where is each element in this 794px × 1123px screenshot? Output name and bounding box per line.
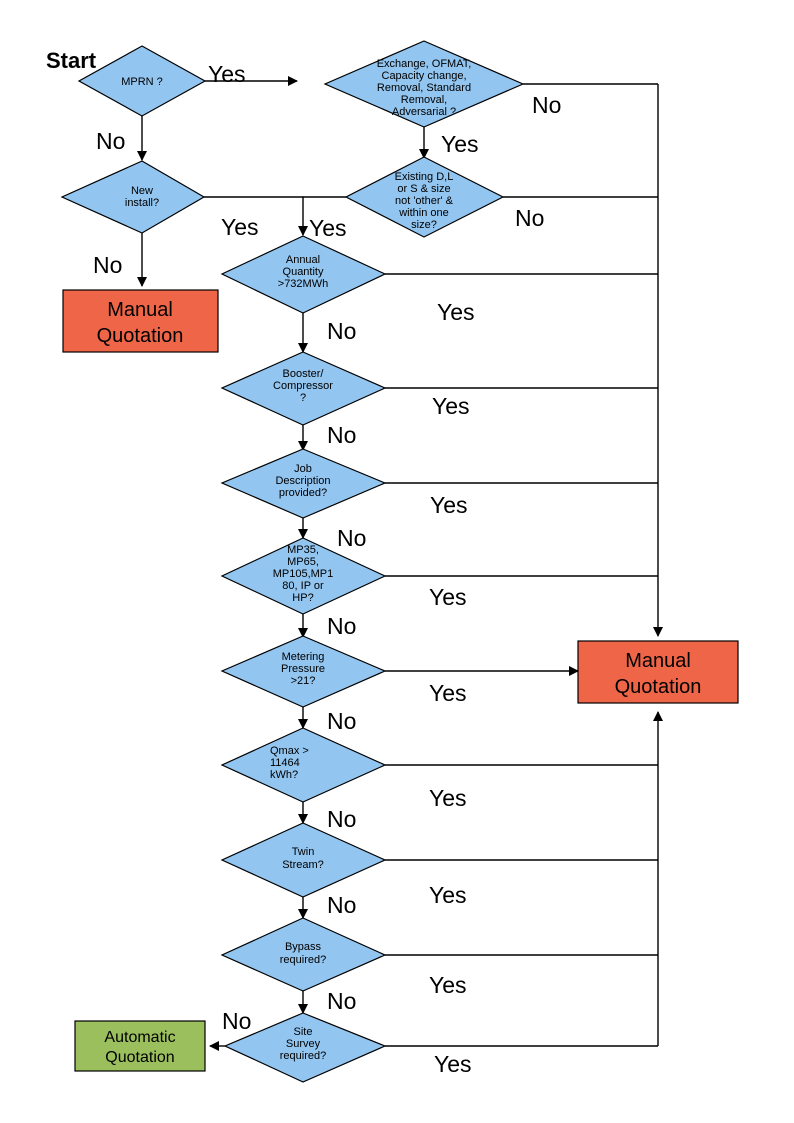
terminal-manual-quotation-left[interactable]: Manual Quotation bbox=[62, 289, 219, 353]
label-bypass-yes: Yes bbox=[429, 972, 467, 998]
decision-job-description[interactable]: Job Description provided? bbox=[220, 448, 387, 519]
label-exchange-no: No bbox=[532, 92, 561, 118]
decision-booster-line-1: Compressor bbox=[273, 380, 333, 392]
manual-right-line-0: Manual bbox=[625, 650, 691, 672]
decision-exchange-line-2: Removal, Standard bbox=[377, 82, 471, 94]
label-site-survey-no: No bbox=[222, 1008, 251, 1034]
label-qmax-yes: Yes bbox=[429, 785, 467, 811]
decision-annual-quantity[interactable]: Annual Quantity >732MWh bbox=[220, 235, 387, 314]
label-metering-yes: Yes bbox=[429, 680, 467, 706]
decision-site-survey-line-0: Site bbox=[294, 1026, 313, 1038]
label-existing-yes: Yes bbox=[309, 215, 347, 241]
label-booster-no: No bbox=[327, 422, 356, 448]
label-qmax-no: No bbox=[327, 806, 356, 832]
decision-metering-line-2: >21? bbox=[291, 675, 316, 687]
decision-mp-rating-line-3: 80, IP or bbox=[282, 580, 324, 592]
decision-exchange-line-4: Adversarial ? bbox=[392, 106, 456, 118]
decision-qmax[interactable]: Qmax > 11464 kWh? bbox=[220, 727, 387, 803]
decision-existing-line-2: not 'other' & bbox=[395, 195, 454, 207]
decision-metering-line-0: Metering bbox=[282, 651, 325, 663]
decision-job-desc-line-2: provided? bbox=[279, 487, 327, 499]
start-label: Start bbox=[46, 48, 97, 73]
decision-existing-line-3: within one bbox=[398, 207, 449, 219]
decision-site-survey[interactable]: Site Survey required? bbox=[223, 1012, 387, 1083]
decision-exchange[interactable]: Exchange, OFMAT, Capacity change, Remova… bbox=[323, 40, 525, 128]
decision-annual-line-2: >732MWh bbox=[278, 278, 328, 290]
decision-new-install-line-0: New bbox=[131, 185, 153, 197]
label-exchange-yes: Yes bbox=[441, 131, 479, 157]
terminal-automatic-quotation[interactable]: Automatic Quotation bbox=[74, 1020, 206, 1072]
label-bypass-no: No bbox=[327, 988, 356, 1014]
decision-booster-line-0: Booster/ bbox=[283, 368, 325, 380]
decision-existing-line-4: size? bbox=[411, 219, 437, 231]
decision-exchange-line-0: Exchange, OFMAT, bbox=[377, 58, 472, 70]
decision-twin-line-0: Twin bbox=[292, 846, 315, 858]
decision-annual-line-0: Annual bbox=[286, 254, 320, 266]
decision-exchange-line-3: Removal, bbox=[401, 94, 447, 106]
decision-metering-line-1: Pressure bbox=[281, 663, 325, 675]
decision-twin-stream[interactable]: Twin Stream? bbox=[220, 822, 387, 898]
decision-mp-rating-line-1: MP65, bbox=[287, 556, 319, 568]
decision-mp-rating[interactable]: MP35, MP65, MP105,MP1 80, IP or HP? bbox=[220, 537, 387, 615]
decision-metering-pressure[interactable]: Metering Pressure >21? bbox=[220, 635, 387, 708]
manual-left-line-0: Manual bbox=[107, 299, 173, 321]
label-new-install-yes: Yes bbox=[221, 214, 259, 240]
label-metering-no: No bbox=[327, 708, 356, 734]
connector-layer bbox=[137, 76, 663, 1051]
terminal-manual-quotation-right[interactable]: Manual Quotation bbox=[577, 640, 739, 704]
edge-label-layer: Yes No No Yes Yes No Yes No Yes No Yes N… bbox=[93, 61, 561, 1077]
label-mprn-yes: Yes bbox=[208, 61, 246, 87]
label-job-desc-no: No bbox=[337, 525, 366, 551]
decision-existing-line-1: or S & size bbox=[397, 183, 450, 195]
label-job-desc-yes: Yes bbox=[430, 492, 468, 518]
decision-qmax-line-0: Qmax > bbox=[270, 745, 309, 757]
label-twin-no: No bbox=[327, 892, 356, 918]
decision-job-desc-line-0: Job bbox=[294, 463, 312, 475]
label-mprn-no: No bbox=[96, 128, 125, 154]
label-site-survey-yes: Yes bbox=[434, 1051, 472, 1077]
decision-mp-rating-line-0: MP35, bbox=[287, 544, 319, 556]
decision-booster-line-2: ? bbox=[300, 392, 306, 404]
label-mp-rating-no: No bbox=[327, 613, 356, 639]
label-annual-no: No bbox=[327, 318, 356, 344]
decision-mprn-line-0: MPRN ? bbox=[121, 76, 163, 88]
decision-booster[interactable]: Booster/ Compressor ? bbox=[220, 351, 387, 426]
decision-bypass-line-0: Bypass bbox=[285, 941, 322, 953]
decision-exchange-line-1: Capacity change, bbox=[382, 70, 467, 82]
decision-annual-line-1: Quantity bbox=[283, 266, 324, 278]
decision-twin-line-1: Stream? bbox=[282, 859, 324, 871]
decision-qmax-line-1: 11464 bbox=[270, 757, 300, 769]
automatic-line-0: Automatic bbox=[104, 1029, 175, 1046]
label-mp-rating-yes: Yes bbox=[429, 584, 467, 610]
label-new-install-no: No bbox=[93, 252, 122, 278]
decision-new-install[interactable]: New install? bbox=[60, 160, 206, 234]
decision-job-desc-line-1: Description bbox=[275, 475, 330, 487]
decision-mprn[interactable]: MPRN ? bbox=[77, 45, 207, 117]
decision-bypass-line-1: required? bbox=[280, 954, 326, 966]
label-existing-no: No bbox=[515, 205, 544, 231]
manual-left-line-1: Quotation bbox=[97, 325, 184, 347]
decision-existing-line-0: Existing D,L bbox=[395, 171, 454, 183]
decision-site-survey-line-2: required? bbox=[280, 1050, 326, 1062]
decision-existing[interactable]: Existing D,L or S & size not 'other' & w… bbox=[344, 156, 505, 238]
decision-mp-rating-line-2: MP105,MP1 bbox=[273, 568, 334, 580]
decision-site-survey-line-1: Survey bbox=[286, 1038, 321, 1050]
label-booster-yes: Yes bbox=[432, 393, 470, 419]
label-twin-yes: Yes bbox=[429, 882, 467, 908]
manual-right-line-1: Quotation bbox=[615, 676, 702, 698]
decision-new-install-line-1: install? bbox=[125, 197, 159, 209]
decision-mp-rating-line-4: HP? bbox=[292, 592, 313, 604]
label-annual-yes: Yes bbox=[437, 299, 475, 325]
decision-bypass[interactable]: Bypass required? bbox=[220, 917, 387, 992]
automatic-line-1: Quotation bbox=[105, 1049, 174, 1066]
decision-qmax-line-2: kWh? bbox=[270, 769, 298, 781]
